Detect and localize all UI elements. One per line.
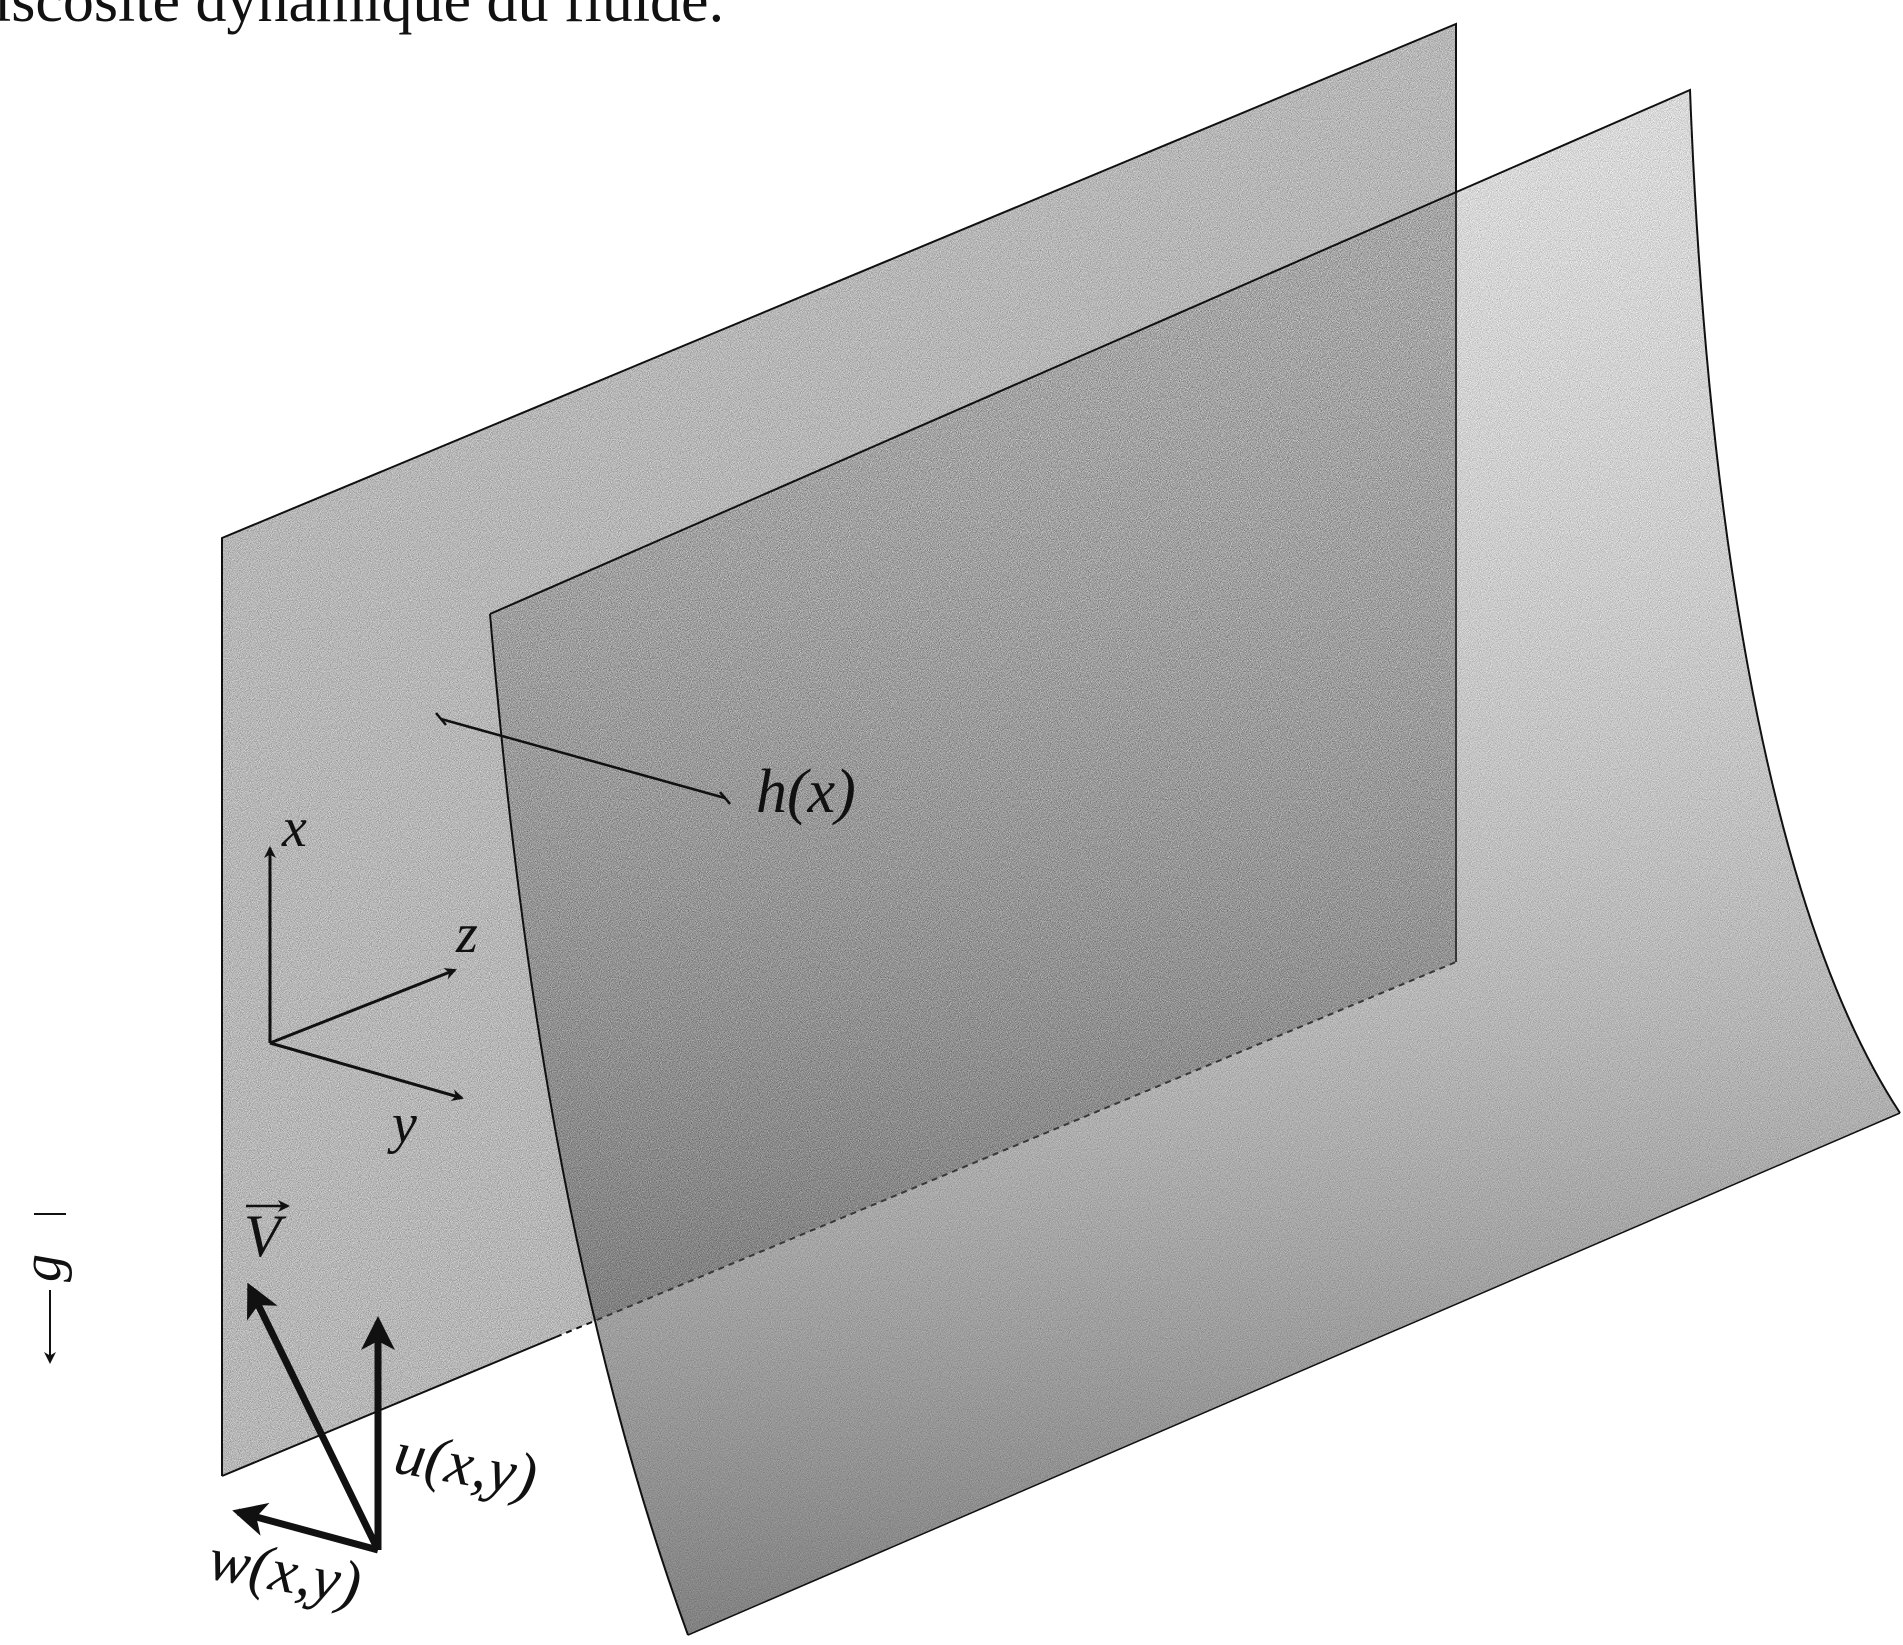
- thickness-label: h(x): [756, 758, 856, 826]
- gravity-label: g: [11, 1254, 73, 1282]
- y-axis-label: y: [387, 1093, 417, 1155]
- curved-liquid-film: [489, 88, 1901, 1636]
- velocity-label: V: [244, 1203, 287, 1269]
- caption-fragment: iscosité dynamique du fluide.: [0, 0, 725, 35]
- xyz-axes: x z y: [264, 797, 478, 1155]
- z-axis-label: z: [455, 903, 478, 965]
- x-axis-label: x: [281, 797, 307, 859]
- film-thickness-indicator: h(x): [435, 712, 856, 826]
- gravity-indicator: g: [11, 1213, 73, 1364]
- u-component-label: u(x,y): [390, 1419, 542, 1511]
